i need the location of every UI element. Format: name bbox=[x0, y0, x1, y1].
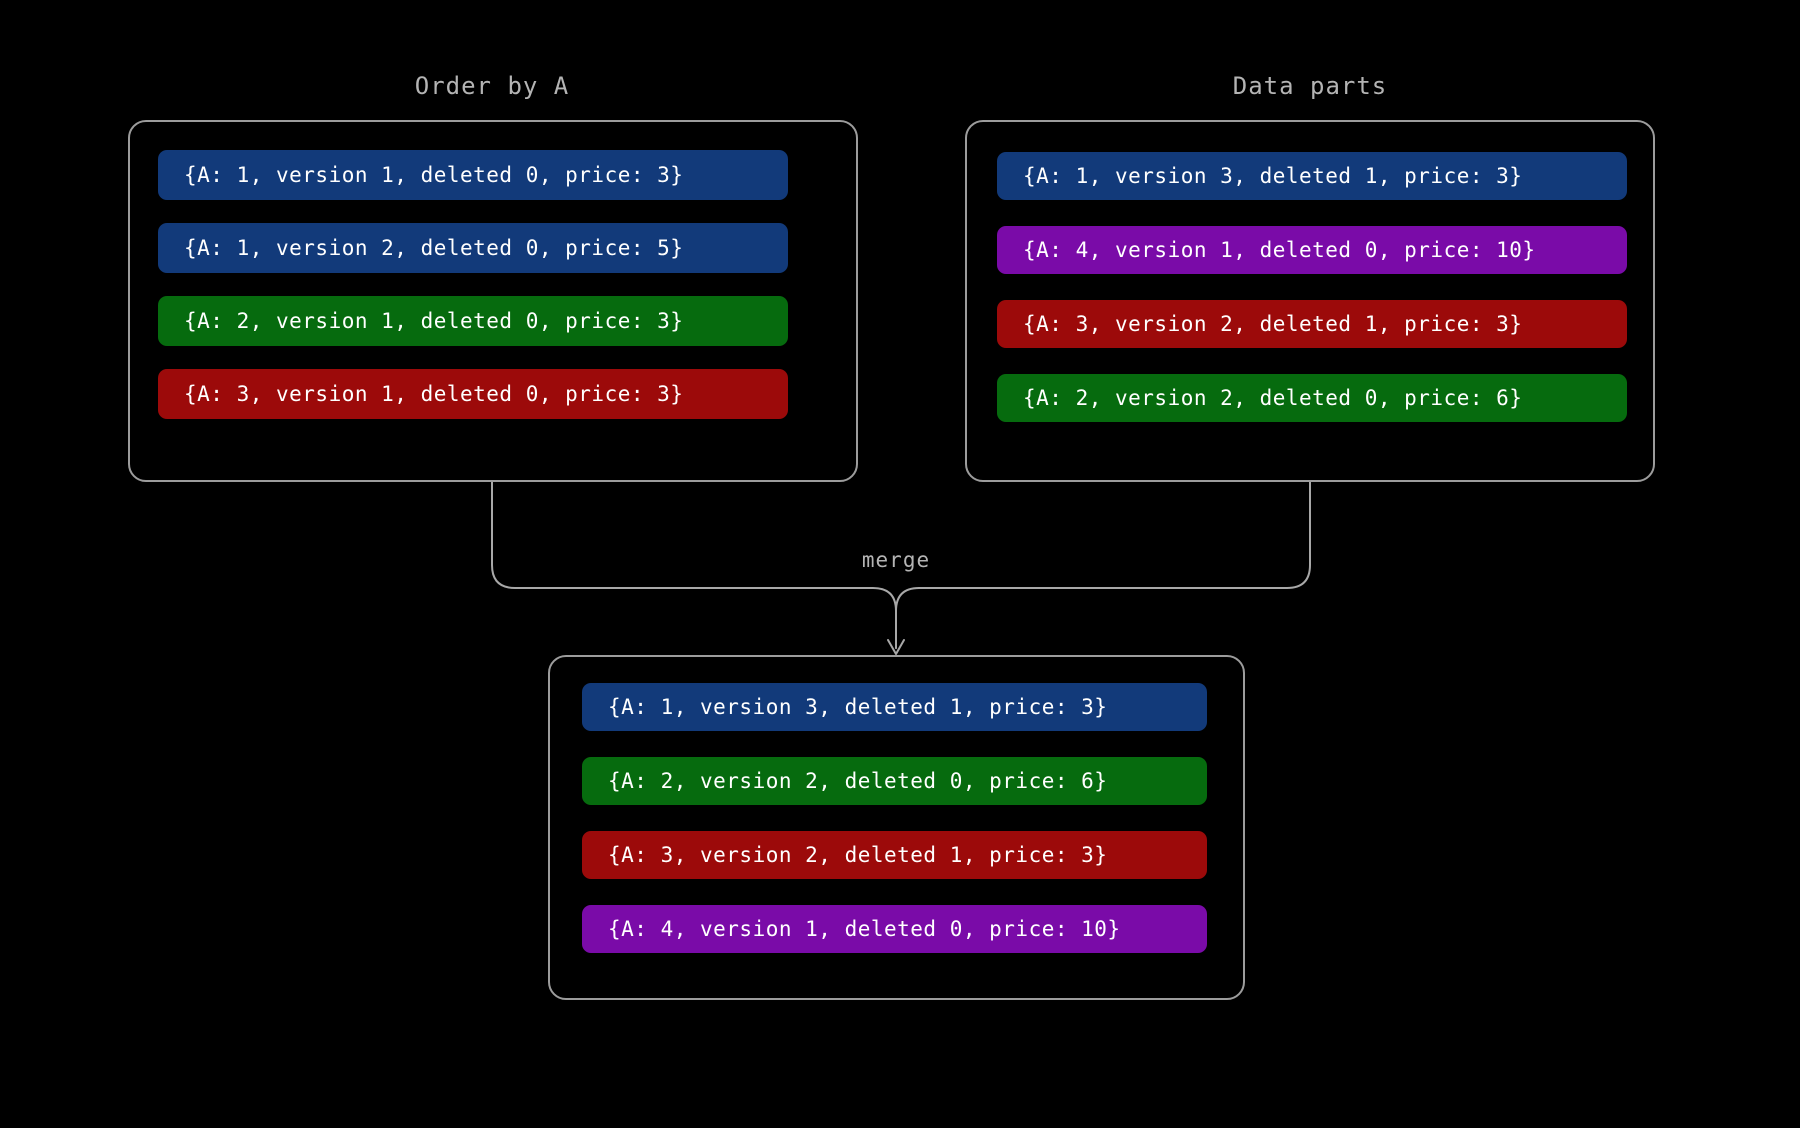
record-row[interactable]: {A: 4, version 1, deleted 0, price: 10} bbox=[997, 226, 1627, 274]
order-by-a-title: Order by A bbox=[414, 72, 570, 100]
record-row[interactable]: {A: 1, version 2, deleted 0, price: 5} bbox=[158, 223, 788, 273]
connector-path-right bbox=[895, 481, 1311, 649]
record-row[interactable]: {A: 1, version 3, deleted 1, price: 3} bbox=[997, 152, 1627, 200]
record-row[interactable]: {A: 2, version 1, deleted 0, price: 3} bbox=[158, 296, 788, 346]
order-by-a-panel: {A: 1, version 1, deleted 0, price: 3} {… bbox=[128, 120, 858, 482]
record-row[interactable]: {A: 1, version 3, deleted 1, price: 3} bbox=[582, 683, 1207, 731]
record-row[interactable]: {A: 3, version 1, deleted 0, price: 3} bbox=[158, 369, 788, 419]
connector-path-left bbox=[491, 481, 897, 649]
record-row[interactable]: {A: 1, version 1, deleted 0, price: 3} bbox=[158, 150, 788, 200]
data-parts-title: Data parts bbox=[1232, 72, 1388, 100]
merge-label: merge bbox=[861, 548, 931, 572]
record-row[interactable]: {A: 3, version 2, deleted 1, price: 3} bbox=[997, 300, 1627, 348]
arrow-down-icon bbox=[887, 639, 905, 655]
record-row[interactable]: {A: 2, version 2, deleted 0, price: 6} bbox=[997, 374, 1627, 422]
data-parts-panel: {A: 1, version 3, deleted 1, price: 3} {… bbox=[965, 120, 1655, 482]
record-row[interactable]: {A: 2, version 2, deleted 0, price: 6} bbox=[582, 757, 1207, 805]
record-row[interactable]: {A: 4, version 1, deleted 0, price: 10} bbox=[582, 905, 1207, 953]
merged-result-panel: {A: 1, version 3, deleted 1, price: 3} {… bbox=[548, 655, 1245, 1000]
record-row[interactable]: {A: 3, version 2, deleted 1, price: 3} bbox=[582, 831, 1207, 879]
